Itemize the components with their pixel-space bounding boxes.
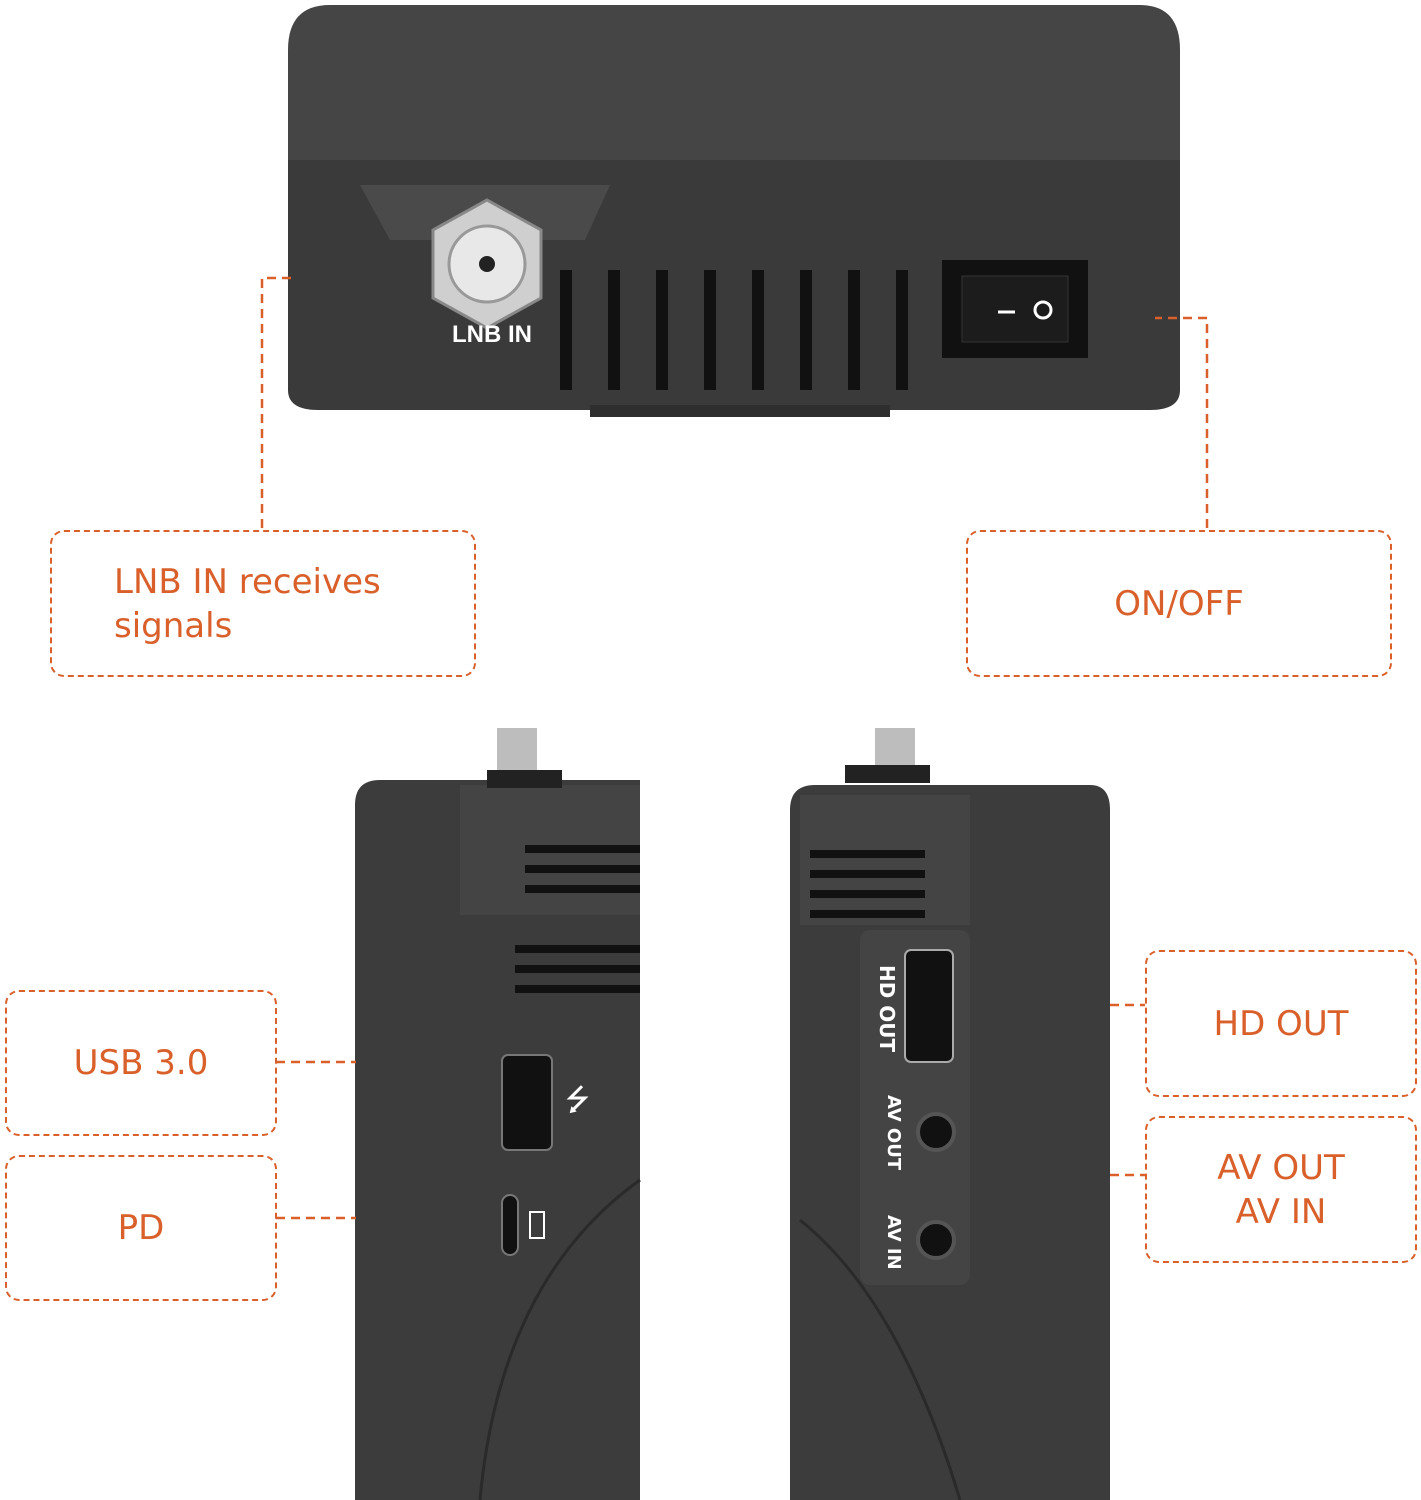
receiver-top-view: LNB IN: [288, 5, 1180, 417]
receiver-right-side-view: HD OUT AV OUT AV IN: [790, 728, 1110, 1500]
receiver-left-side-view: ⭍: [355, 728, 641, 1500]
vent-slots-left: [515, 845, 640, 993]
callout-usb-text: USB 3.0: [73, 1043, 209, 1083]
callout-pd-text: PD: [117, 1208, 165, 1248]
lnb-in-port-label: LNB IN: [452, 321, 532, 348]
callout-on-off: ON/OFF: [966, 530, 1392, 677]
battery-icon: [529, 1211, 545, 1239]
vent-slots: [560, 270, 908, 390]
av-out-jack: [916, 1112, 956, 1152]
callout-av-text: AV OUT AV IN: [1217, 1147, 1345, 1232]
hdmi-port: [904, 949, 954, 1063]
usb-c-port: [501, 1194, 519, 1256]
vent-slots-right: [810, 850, 925, 918]
callout-connectors: [260, 276, 1209, 1220]
av-out-port-label: AV OUT: [883, 1095, 904, 1171]
callout-hd-out: HD OUT: [1145, 950, 1417, 1097]
callout-pd: PD: [5, 1155, 277, 1301]
callout-lnb-text: LNB IN receives signals: [114, 561, 381, 646]
usb-port: [501, 1054, 553, 1151]
callout-on-off-text: ON/OFF: [1114, 583, 1244, 624]
usb-icon: ⭍: [565, 1083, 590, 1118]
av-in-port-label: AV IN: [883, 1215, 904, 1270]
av-in-jack: [916, 1220, 956, 1260]
callout-lnb-in: LNB IN receives signals: [50, 530, 476, 677]
hd-out-port-label: HD OUT: [875, 965, 899, 1053]
callout-usb: USB 3.0: [5, 990, 277, 1136]
callout-av: AV OUT AV IN: [1145, 1116, 1417, 1263]
lnb-connector-icon: [431, 198, 543, 330]
callout-hd-out-text: HD OUT: [1213, 1003, 1349, 1044]
power-switch[interactable]: [942, 260, 1088, 358]
